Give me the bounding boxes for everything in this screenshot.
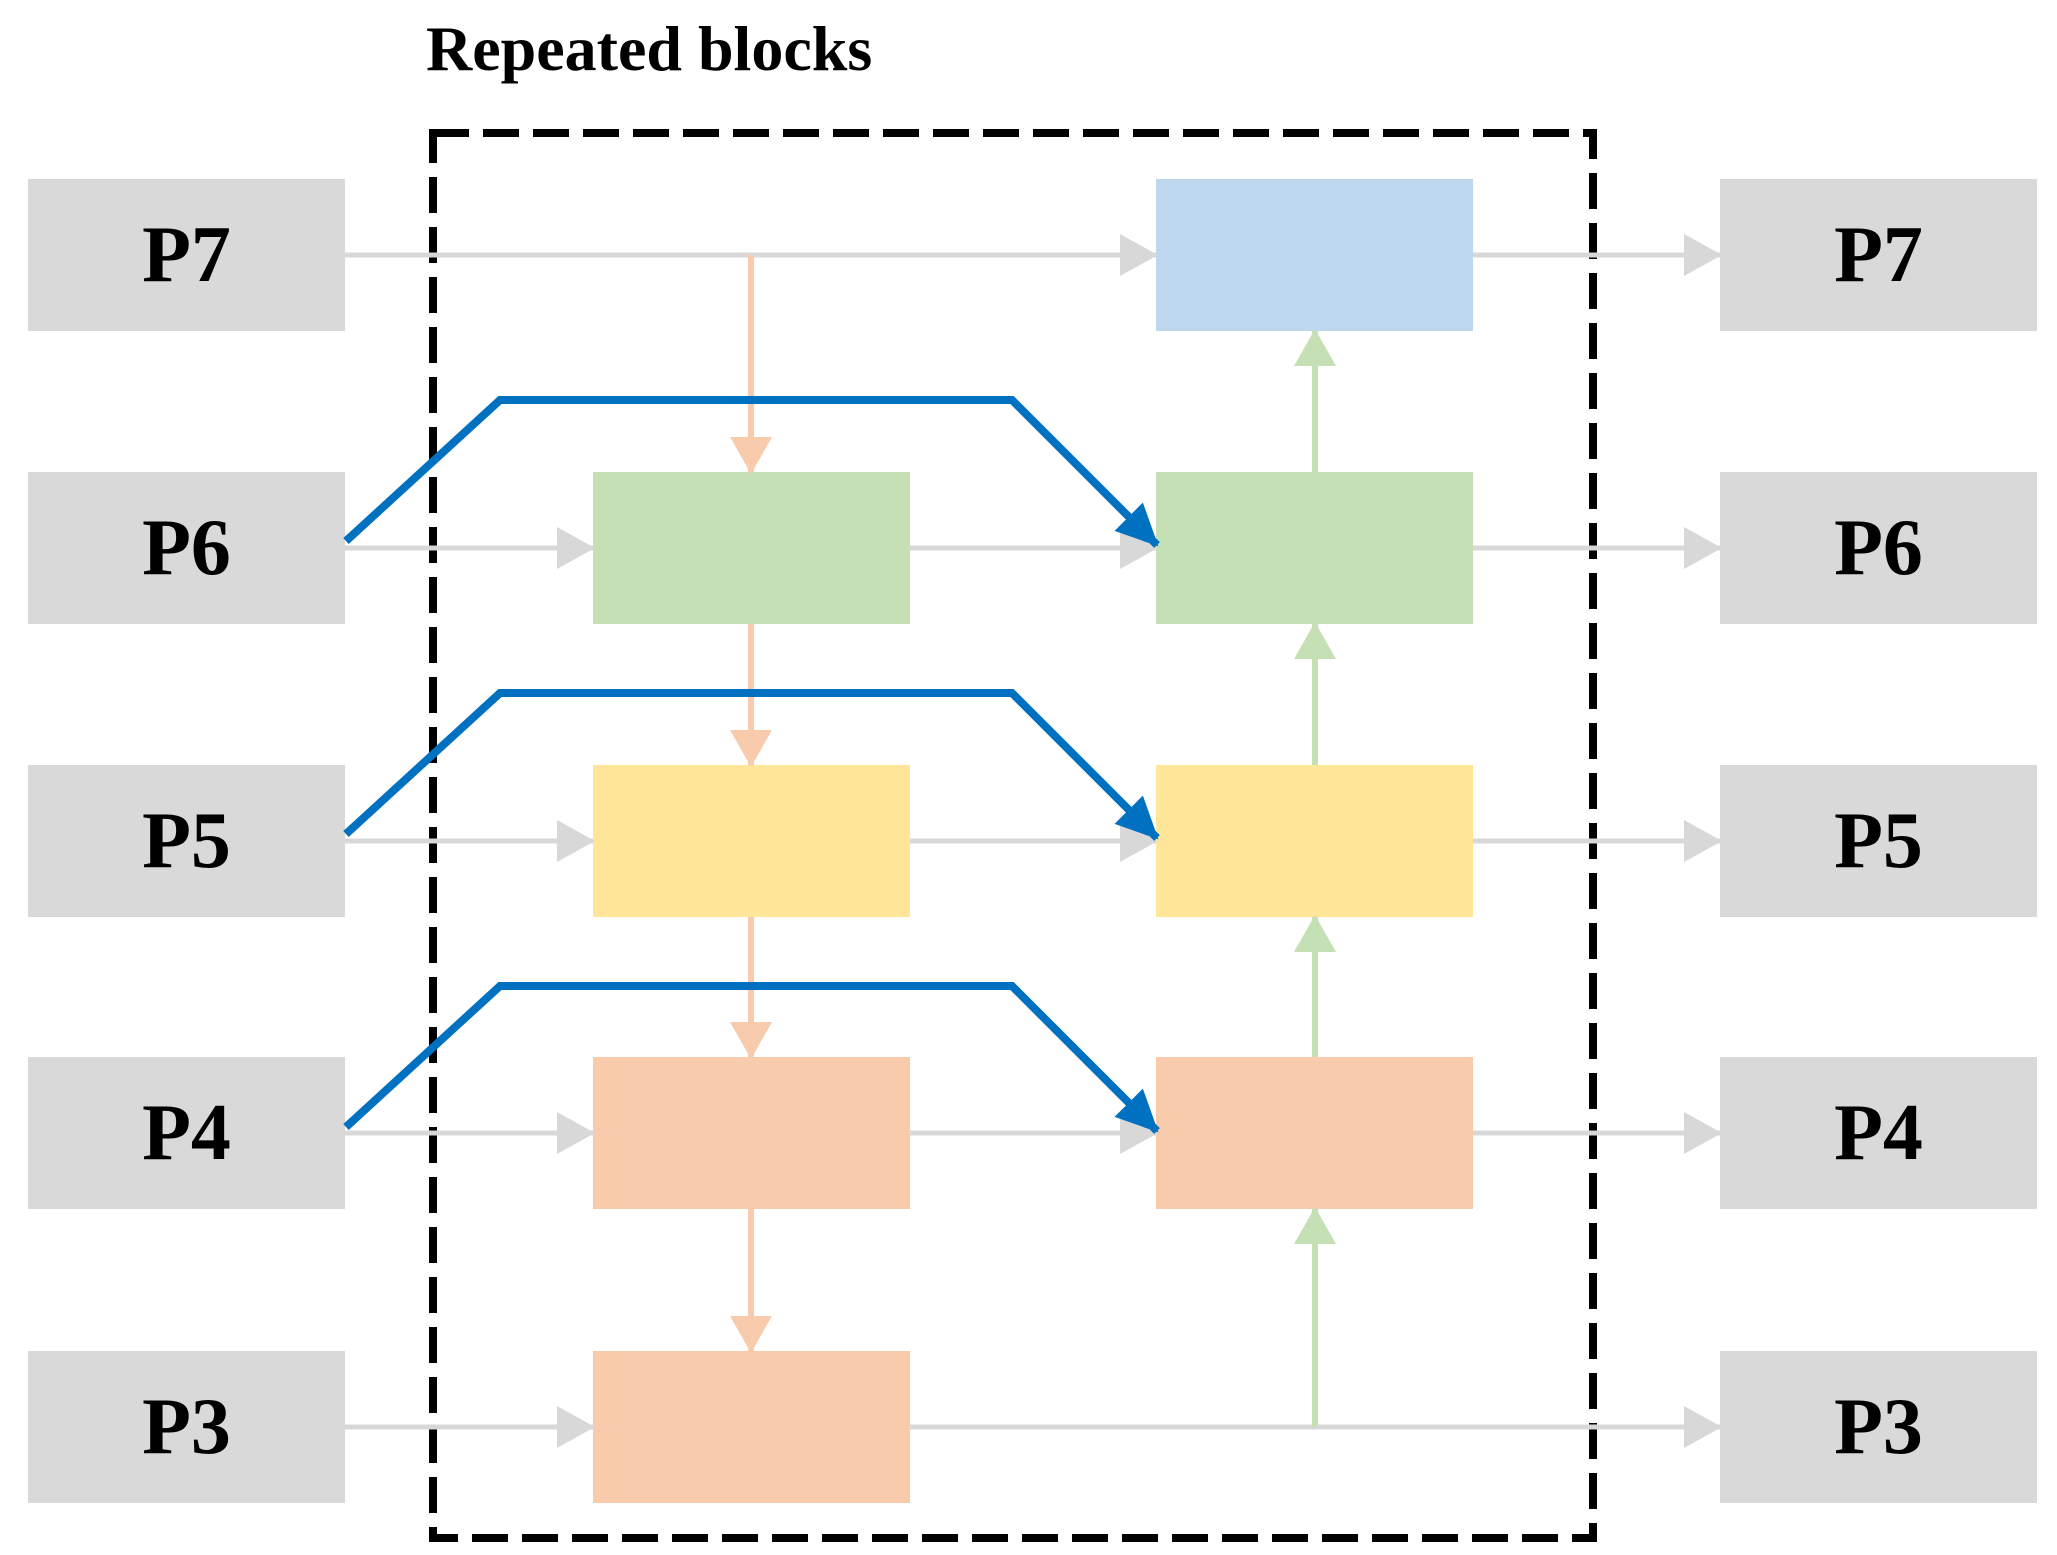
input-label-p5: P5 <box>142 796 231 885</box>
output-label-p7: P7 <box>1834 210 1923 299</box>
top-down-node-p6 <box>593 472 910 624</box>
input-box-p6: P6 <box>28 472 345 624</box>
bottom-up-node-p7 <box>1156 179 1473 331</box>
input-label-p4: P4 <box>142 1088 231 1177</box>
bottom-up-node-p5 <box>1156 765 1473 917</box>
input-box-p5: P5 <box>28 765 345 917</box>
output-box-p5: P5 <box>1720 765 2037 917</box>
output-box-p6: P6 <box>1720 472 2037 624</box>
bottom-up-node-p4 <box>1156 1057 1473 1209</box>
top-down-node-p5 <box>593 765 910 917</box>
top-down-node-p3 <box>593 1351 910 1503</box>
output-box-p7: P7 <box>1720 179 2037 331</box>
input-box-p3: P3 <box>28 1351 345 1503</box>
output-label-p6: P6 <box>1834 503 1923 592</box>
output-label-p3: P3 <box>1834 1382 1923 1471</box>
output-box-p4: P4 <box>1720 1057 2037 1209</box>
bottom-up-node-p6 <box>1156 472 1473 624</box>
input-label-p7: P7 <box>142 210 231 299</box>
output-label-p4: P4 <box>1834 1088 1923 1177</box>
output-label-p5: P5 <box>1834 796 1923 885</box>
output-box-p3: P3 <box>1720 1351 2037 1503</box>
repeated-blocks-title: Repeated blocks <box>426 13 873 84</box>
lateral-connections <box>345 234 1722 1448</box>
input-label-p6: P6 <box>142 503 231 592</box>
input-box-p4: P4 <box>28 1057 345 1209</box>
input-label-p3: P3 <box>142 1382 231 1471</box>
top-down-node-p4 <box>593 1057 910 1209</box>
input-box-p7: P7 <box>28 179 345 331</box>
